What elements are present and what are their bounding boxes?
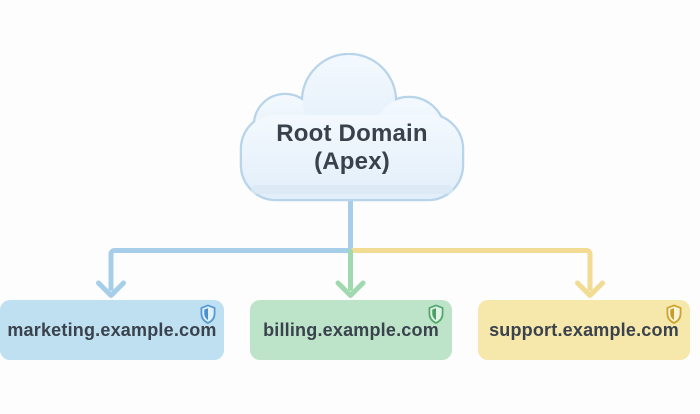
shield-half-icon	[666, 304, 682, 324]
subdomain-node-support: support.example.com	[478, 300, 690, 360]
root-domain-label-line1: Root Domain	[276, 119, 428, 147]
subdomain-label-marketing: marketing.example.com	[7, 319, 217, 340]
subdomain-label-billing: billing.example.com	[263, 319, 439, 340]
root-domain-node: Root Domain (Apex)	[237, 53, 467, 202]
root-domain-label-line2: (Apex)	[314, 147, 390, 175]
shield-half-icon	[428, 304, 444, 324]
subdomain-label-support: support.example.com	[489, 319, 679, 340]
arrowhead-marketing-icon	[96, 280, 126, 298]
connector-support	[350, 248, 593, 291]
subdomain-node-marketing: marketing.example.com	[0, 300, 224, 360]
arrowhead-support-icon	[575, 280, 605, 298]
subdomain-node-billing: billing.example.com	[250, 300, 452, 360]
arrowhead-billing-icon	[335, 280, 366, 298]
connector-marketing	[108, 248, 353, 291]
cloud-icon	[239, 53, 465, 202]
root-domain-label: Root Domain (Apex)	[237, 53, 467, 202]
shield-half-icon	[200, 304, 216, 324]
